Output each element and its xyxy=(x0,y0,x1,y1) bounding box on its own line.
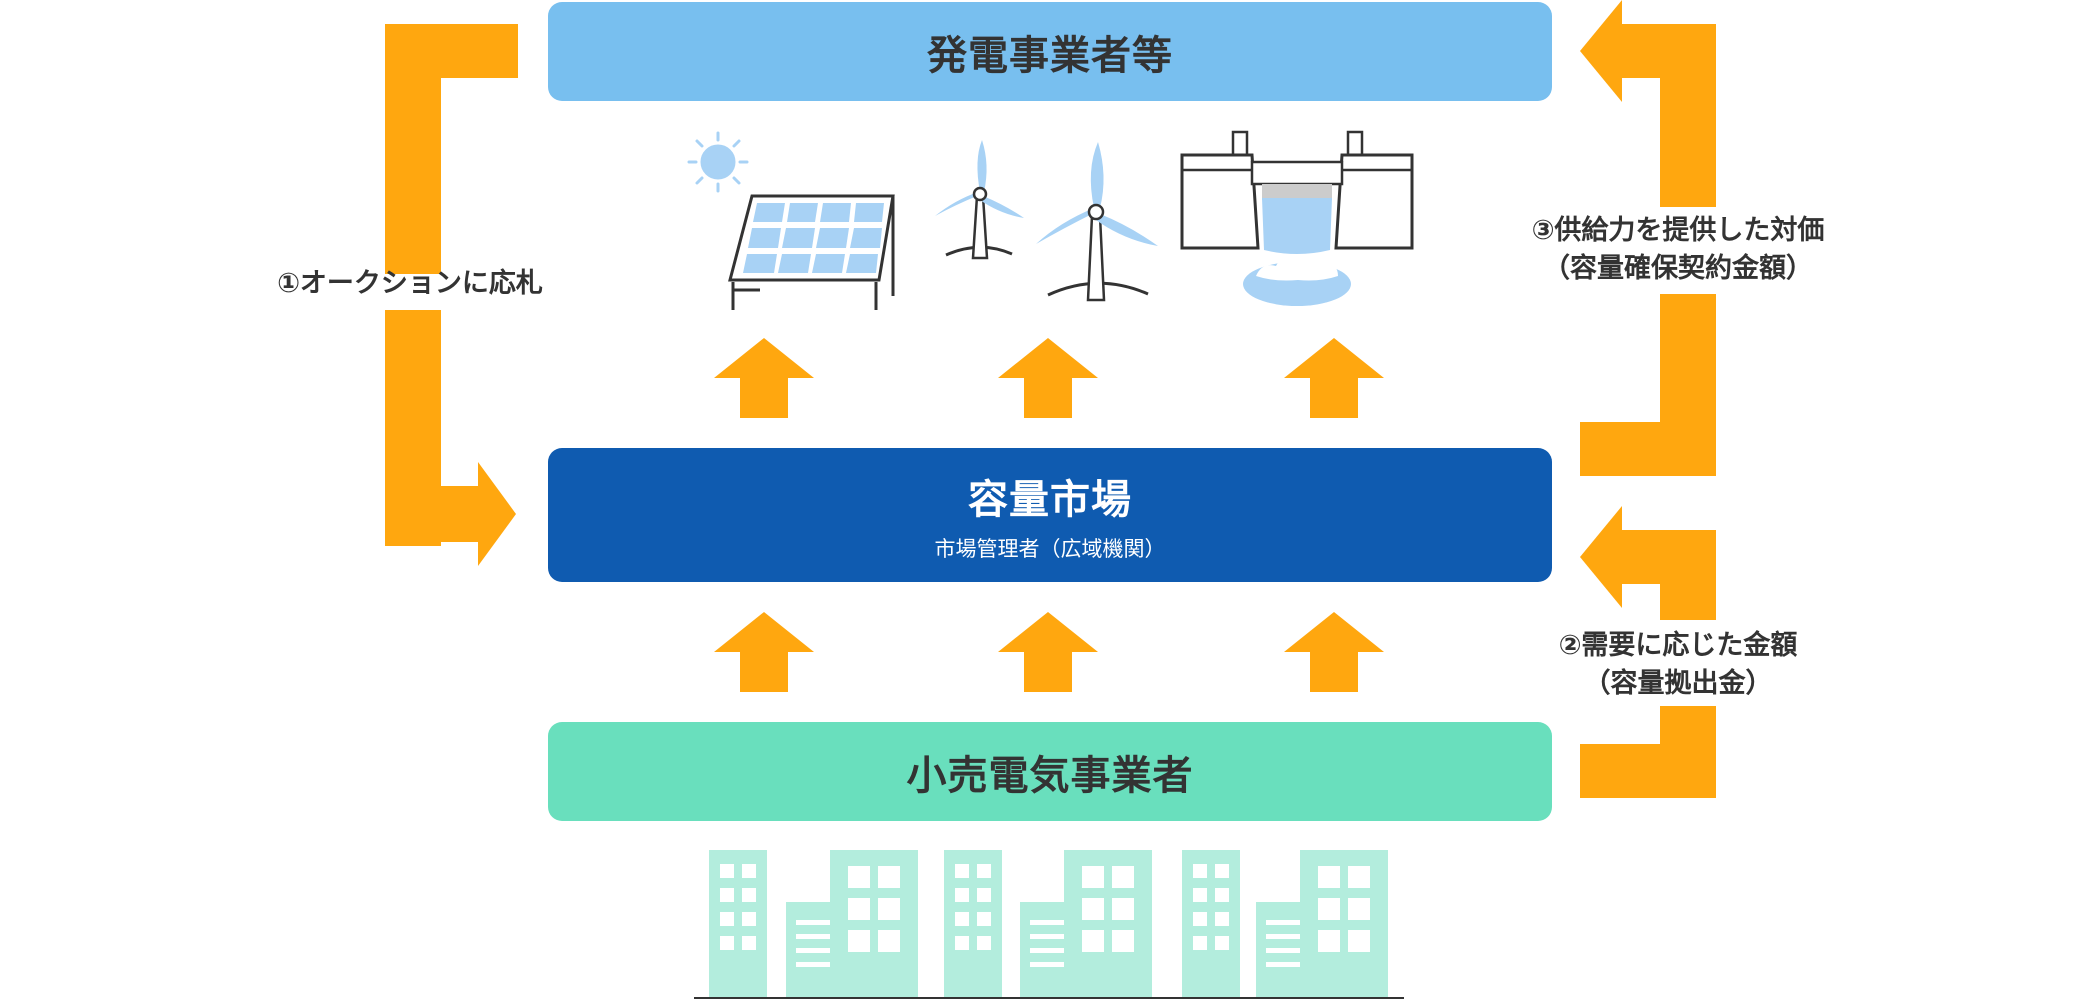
up-arrow xyxy=(1284,338,1384,418)
bid-flow-label: ①オークションに応札 xyxy=(260,265,560,303)
payment-from-retailers-line2: （容量拠出金） xyxy=(1583,668,1773,699)
building-icon xyxy=(709,850,767,998)
building-icon xyxy=(1064,850,1152,998)
payment-from-retailers-line1: ②需要に応じた金額 xyxy=(1558,630,1798,661)
generators-title: 発電事業者等 xyxy=(927,32,1173,79)
payment-from-retailers-arrow xyxy=(1580,506,1716,798)
bid-flow-arrow xyxy=(385,24,518,566)
payment-to-generators-arrow xyxy=(1580,0,1716,476)
sun-icon xyxy=(687,131,749,193)
wind-turbine-icon xyxy=(935,140,1024,260)
building-icon xyxy=(830,850,918,998)
building-icon xyxy=(944,850,1002,998)
building-icon xyxy=(1182,850,1240,998)
payment-from-retailers-label: ②需要に応じた金額 （容量拠出金） xyxy=(1538,627,1818,703)
solar-panel-icon xyxy=(728,194,895,310)
wind-turbine-icon xyxy=(1036,142,1158,302)
market-title: 容量市場 xyxy=(968,477,1132,523)
bid-flow-label-text: ①オークションに応札 xyxy=(277,268,543,299)
up-arrow xyxy=(714,612,814,692)
up-arrow xyxy=(998,338,1098,418)
building-icon xyxy=(1300,850,1388,998)
retailers-title: 小売電気事業者 xyxy=(906,752,1194,799)
retailers-box: 小売電気事業者 xyxy=(548,722,1552,821)
capacity-market-box: 容量市場 市場管理者（広域機関） xyxy=(548,448,1552,582)
up-arrow xyxy=(1284,612,1384,692)
payment-to-generators-label: ③供給力を提供した対価 （容量確保契約金額） xyxy=(1508,212,1848,288)
generators-box: 発電事業者等 xyxy=(548,2,1552,101)
up-arrow xyxy=(998,612,1098,692)
building-windows xyxy=(720,864,1370,967)
hydro-dam-icon xyxy=(1180,130,1414,306)
market-subtitle: 市場管理者（広域機関） xyxy=(934,537,1166,561)
up-arrow xyxy=(714,338,814,418)
payment-to-generators-line1: ③供給力を提供した対価 xyxy=(1531,215,1825,246)
payment-to-generators-line2: （容量確保契約金額） xyxy=(1543,253,1813,284)
